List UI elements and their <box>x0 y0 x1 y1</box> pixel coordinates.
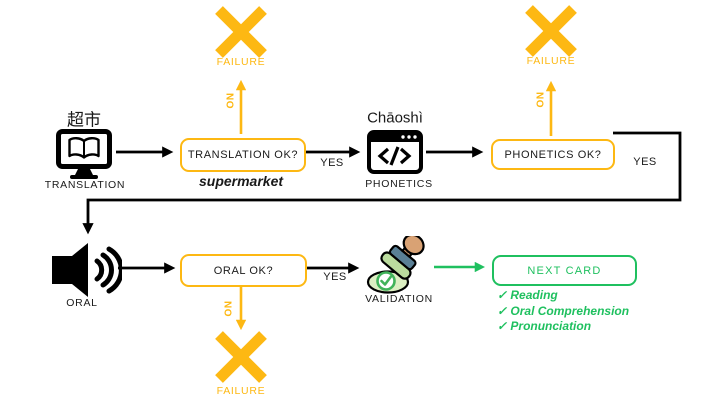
yes-label: YES <box>323 271 347 283</box>
failure-x-icon <box>215 331 267 383</box>
oral-check-box: ORAL OK? <box>180 254 307 287</box>
oral-node-label: ORAL <box>66 297 98 309</box>
phonetics-node-label: PHONETICS <box>365 178 433 190</box>
arrow-phonetics-yes-to-oral <box>82 131 682 235</box>
phonetics-check-box: PHONETICS OK? <box>491 139 615 170</box>
translation-check-box: TRANSLATION OK? <box>180 138 306 172</box>
checklist-item: ✓ Pronunciation <box>497 319 592 333</box>
success-checklist: ✓ Reading ✓ Oral Comprehension ✓ Pronunc… <box>497 288 629 335</box>
translation-hint: supermarket <box>198 173 284 189</box>
translation-word: 超市 <box>67 110 101 130</box>
failure-x-icon <box>215 6 267 58</box>
failure-x-icon <box>525 5 577 57</box>
next-card-box: NEXT CARD <box>492 255 637 286</box>
checklist-item: ✓ Oral Comprehension <box>497 303 630 318</box>
yes-label: YES <box>320 157 344 169</box>
failure-label: FAILURE <box>216 56 266 68</box>
validation-node-label: VALIDATION <box>365 293 433 305</box>
translation-check-label: TRANSLATION OK? <box>187 149 299 161</box>
no-label: NO <box>223 93 235 109</box>
monitor-book-icon <box>56 129 112 179</box>
stamp-icon <box>366 236 425 294</box>
failure-label: FAILURE <box>526 55 576 67</box>
no-label: NO <box>221 301 233 317</box>
checklist-item: ✓ Reading <box>497 288 558 302</box>
phonetics-check-label: PHONETICS OK? <box>504 148 602 161</box>
code-window-icon <box>367 130 423 174</box>
oral-check-label: ORAL OK? <box>213 264 274 277</box>
translation-node-label: TRANSLATION <box>44 179 126 191</box>
failure-label: FAILURE <box>216 385 266 397</box>
no-label: NO <box>533 92 545 108</box>
yes-label: YES <box>633 156 657 168</box>
next-card-label: NEXT CARD <box>527 264 602 277</box>
speaker-icon <box>52 243 122 297</box>
phonetics-word: Chāoshì <box>367 109 423 127</box>
